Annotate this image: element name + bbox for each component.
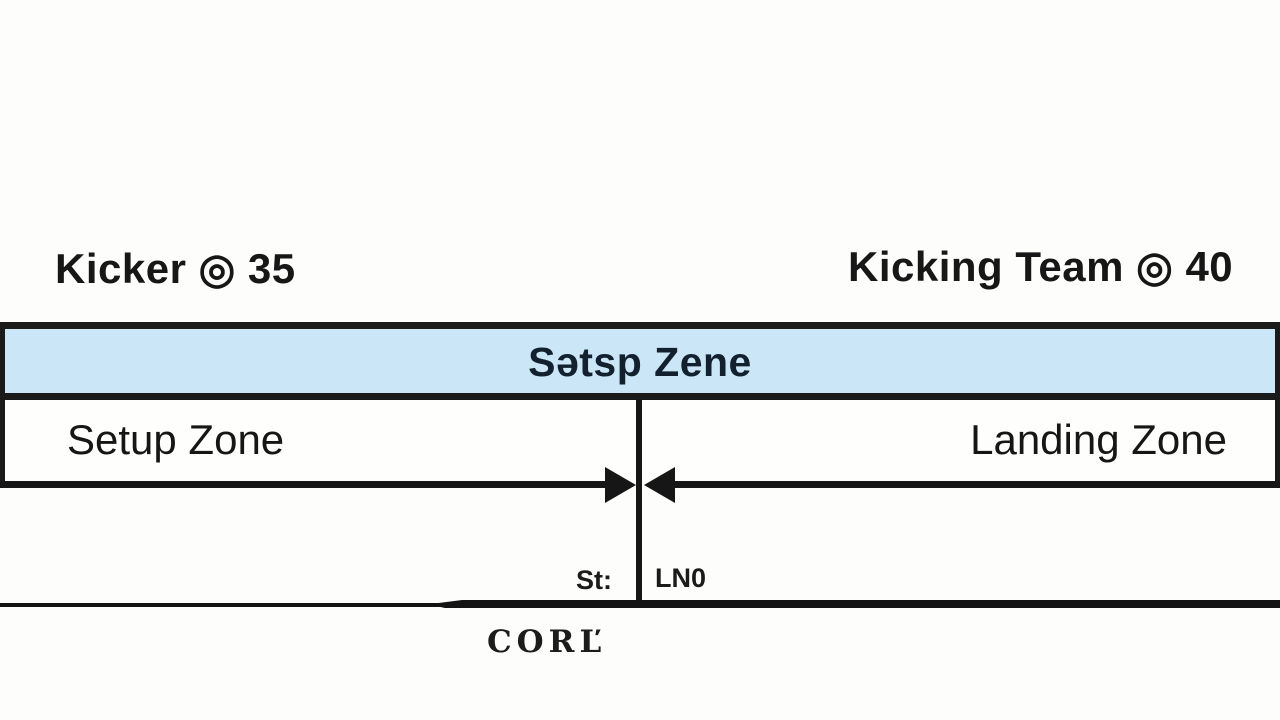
bottom-ground-line-thick <box>428 600 1280 608</box>
landing-zone-label: Landing Zone <box>970 416 1227 463</box>
center-divider-line <box>636 400 642 606</box>
center-mark-right: LN0 <box>655 563 707 593</box>
title-band-label: Sətsp Zene <box>528 338 752 385</box>
right-arrow-shaft <box>668 481 1280 488</box>
setup-zone-label: Setup Zone <box>67 416 285 463</box>
left-pointing-arrowhead-icon <box>644 467 675 503</box>
bottom-ground-line <box>0 603 470 607</box>
bottom-caption: CORĽ <box>487 624 607 660</box>
kicker-position-label: Kicker ◎ 35 <box>55 245 296 292</box>
kicking-team-position-label: Kicking Team ◎ 40 <box>848 243 1234 290</box>
left-arrow-shaft <box>0 481 610 488</box>
title-band: Sətsp Zene <box>0 322 1280 400</box>
center-mark-left: St: <box>576 565 612 595</box>
right-pointing-arrowhead-icon <box>605 467 636 503</box>
